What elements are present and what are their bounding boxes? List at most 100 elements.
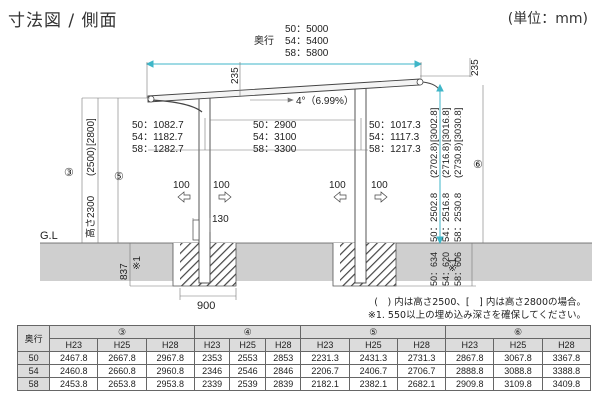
depth-cell: 58 [16, 377, 51, 391]
footing-concrete-rear [340, 243, 396, 286]
height-label: 高さ2300 [84, 195, 97, 238]
marker-3: ③ [64, 167, 74, 179]
rear-height-paren-50: (2702.8) [429, 143, 440, 178]
post-span-54: 54：3100 [253, 132, 297, 143]
row-header: 奥行 [16, 325, 51, 352]
front-offset-50: 50：1082.7 [132, 120, 184, 131]
value-cell: 2339 [193, 377, 231, 391]
value-cell: 3109.8 [493, 377, 543, 391]
marker-5: ⑤ [114, 171, 124, 183]
rear-height-paren-54: (2716.8) [441, 143, 452, 178]
value-cell: 2667.8 [97, 351, 147, 365]
value-cell: 2888.8 [445, 364, 495, 378]
value-cell: 2182.1 [300, 377, 350, 391]
value-cell: 2467.8 [49, 351, 99, 365]
subheader-cell: H23 [300, 338, 350, 352]
footing-width-label: 900 [197, 300, 215, 312]
rear-height-58: 58：2530.8 [453, 193, 464, 242]
depth-cell: 50 [16, 351, 51, 365]
value-cell: 2706.7 [396, 364, 447, 378]
depth-line-58: 58：5800 [285, 48, 329, 59]
subheader-cell: H23 [445, 338, 495, 352]
load-100-front-left: 100 [173, 180, 190, 191]
group-5: ⑤ [300, 325, 447, 339]
unit-label: (単位：mm) [507, 11, 588, 27]
value-cell: 2867.8 [445, 351, 495, 365]
roof-front-cap [147, 95, 155, 103]
depth-cell: 54 [16, 364, 51, 378]
rear-offset-58: 58：1217.3 [369, 144, 421, 155]
subheader-cell: H28 [541, 338, 592, 352]
roof-panel [147, 78, 421, 103]
load-100-front-right: 100 [213, 180, 230, 191]
depth-line-54: 54：5400 [285, 36, 329, 47]
marker-6: ⑥ [473, 159, 483, 171]
rear-post [354, 85, 367, 284]
value-cell: 2953.8 [145, 377, 195, 391]
gl-label: G.L [40, 230, 58, 242]
depth-line-50: 50：5000 [285, 24, 329, 35]
arrow-left-front [177, 191, 191, 203]
note-mark-right: ※1 [448, 258, 459, 272]
rear-height-paren-58: (2730.8) [453, 143, 464, 178]
value-cell: 2839 [264, 377, 302, 391]
roof-thickness-right: 235 [470, 59, 481, 76]
group-6: ⑥ [445, 325, 591, 339]
value-cell: 2960.8 [145, 364, 195, 378]
subheader-cell: H25 [493, 338, 543, 352]
value-cell: 2853 [264, 351, 302, 365]
value-cell: 2539 [229, 377, 266, 391]
subheader-cell: H28 [264, 338, 302, 352]
side-view-diagram: 奥行 50：5000 54：5400 58：5800 235 235 4°（6.… [40, 24, 592, 312]
height-bracket: [2800] [86, 118, 97, 146]
value-cell: 2846 [264, 364, 302, 378]
value-cell: 2460.8 [49, 364, 99, 378]
slope-label: 4°（6.99%） [296, 95, 354, 107]
rear-offset-50: 50：1017.3 [369, 120, 421, 131]
value-cell: 2406.7 [348, 364, 398, 378]
value-cell: 2382.1 [348, 377, 398, 391]
load-100-rear-left: 100 [329, 180, 346, 191]
load-100-rear-right: 100 [371, 180, 388, 191]
page-title: 寸法図 / 側面 [8, 11, 118, 31]
notes: ( ) 内は高さ2500、[ ] 内は高さ2800の場合。 ※1. 550以上の… [368, 296, 586, 322]
value-cell: 3088.8 [493, 364, 543, 378]
rear-height-50: 50：2502.8 [429, 193, 440, 242]
note-mark-left: ※1 [132, 256, 143, 270]
value-cell: 2682.1 [396, 377, 447, 391]
subheader-cell: H25 [97, 338, 147, 352]
note-embed: ※1. 550以上の埋め込み深さを確保してください。 [367, 310, 586, 321]
value-cell: 3367.8 [541, 351, 592, 365]
subheader-cell: H23 [49, 338, 99, 352]
value-cell: 2353 [193, 351, 231, 365]
depth-label: 奥行 [254, 34, 274, 47]
value-cell: 2731.3 [396, 351, 447, 365]
rear-height-bracket-50: [3002.8] [429, 108, 440, 142]
value-cell: 2553 [229, 351, 266, 365]
rear-height-54: 54：2516.8 [441, 193, 452, 242]
front-offset-54: 54：1182.7 [132, 132, 183, 143]
front-post [198, 96, 211, 284]
value-cell: 2660.8 [97, 364, 147, 378]
value-cell: 2453.8 [49, 377, 99, 391]
height-paren: (2500) [86, 147, 97, 176]
post-130-label: 130 [212, 214, 229, 225]
embed-right-50: 50：634 [429, 252, 439, 286]
value-cell: 2346 [193, 364, 231, 378]
value-cell: 2909.8 [445, 377, 495, 391]
rear-offset-54: 54：1117.3 [369, 132, 420, 143]
arrow-left-rear [333, 191, 347, 203]
group-4: ④ [193, 325, 302, 339]
arrow-right-rear [374, 191, 388, 203]
rear-height-bracket-54: [3016.8] [441, 108, 452, 142]
embed-right-54: 54：620 [441, 252, 451, 286]
roof-brace [149, 99, 203, 113]
roof-rear-cap [416, 78, 424, 86]
value-cell: 3067.8 [493, 351, 543, 365]
value-cell: 2206.7 [300, 364, 350, 378]
subheader-cell: H25 [348, 338, 398, 352]
subheader-cell: H25 [229, 338, 266, 352]
